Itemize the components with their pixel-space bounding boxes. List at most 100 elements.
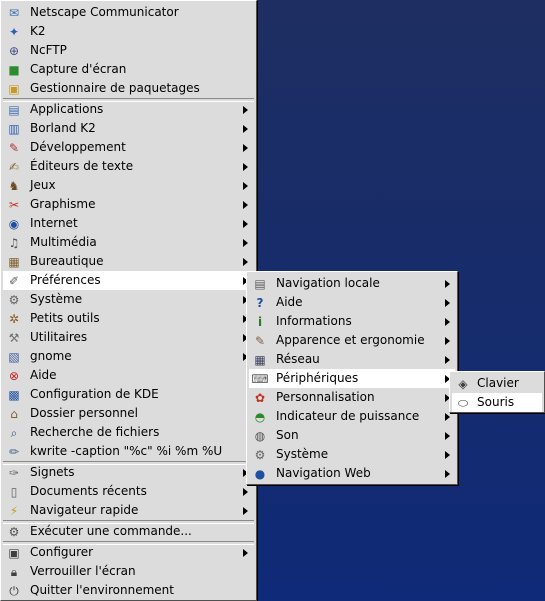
information-icon: i — [257, 315, 263, 329]
preferences-icon: ✐ — [8, 274, 20, 288]
kde-config-icon: ▩ — [8, 388, 20, 402]
bookmarks-icon: ✑ — [8, 466, 20, 480]
submenu-multimedia[interactable]: ♫ Multimédia — [3, 233, 254, 252]
menu-item-aide[interactable]: ⊗ Aide — [3, 366, 254, 385]
submenu-arrow-icon — [243, 163, 248, 171]
submenu-arrow-icon — [243, 549, 248, 557]
submenu-configurer[interactable]: ▣ Configurer — [3, 543, 254, 562]
submenu-arrow-icon — [445, 337, 450, 345]
utilities-icon: ⚒ — [8, 331, 20, 345]
submenu-preferences[interactable]: ✐ Préférences — [3, 271, 254, 290]
menu-item-capture-ecran[interactable]: ■ Capture d'écran — [3, 60, 254, 79]
pref-item-indicateur-puissance[interactable]: ◓ Indicateur de puissance — [249, 407, 455, 426]
peripherals-icon: ⌨ — [251, 372, 269, 386]
menu-item-label: Développement — [30, 140, 126, 154]
submenu-arrow-icon — [445, 432, 450, 440]
peripheral-item-clavier[interactable]: ◈ Clavier — [452, 374, 542, 393]
pref-item-apparence-ergonomie[interactable]: ✎ Apparence et ergonomie — [249, 331, 455, 350]
submenu-applications[interactable]: ▤ Applications — [3, 100, 254, 119]
menu-item-label: Navigation locale — [276, 276, 380, 290]
menu-item-label: Configuration de KDE — [30, 387, 159, 401]
menu-item-label: Informations — [276, 314, 352, 328]
submenu-documents-recents[interactable]: ▯ Documents récents — [3, 482, 254, 501]
submenu-arrow-icon — [445, 318, 450, 326]
menu-item-executer-commande[interactable]: ⚙ Exécuter une commande... — [3, 522, 254, 541]
keyboard-icon: ◈ — [458, 377, 468, 391]
submenu-internet[interactable]: ◉ Internet — [3, 214, 254, 233]
menu-item-configuration-kde[interactable]: ▩ Configuration de KDE — [3, 385, 254, 404]
submenu-graphisme[interactable]: ✂ Graphisme — [3, 195, 254, 214]
menu-item-ncftp[interactable]: ⊕ NcFTP — [3, 41, 254, 60]
submenu-navigateur-rapide[interactable]: ⚡ Navigateur rapide — [3, 501, 254, 520]
internet-icon: ◉ — [8, 217, 20, 231]
pref-item-reseau[interactable]: ▦ Réseau — [249, 350, 455, 369]
pref-item-personnalisation[interactable]: ✿ Personnalisation — [249, 388, 455, 407]
question-icon: ? — [256, 296, 264, 310]
menu-item-label: Multimédia — [30, 235, 97, 249]
development-icon: ✎ — [8, 141, 20, 155]
submenu-petits-outils[interactable]: ✲ Petits outils — [3, 309, 254, 328]
pref-item-systeme[interactable]: ⚙ Système — [249, 445, 455, 464]
menu-item-label: Préférences — [30, 273, 101, 287]
menu-item-verrouiller-ecran[interactable]: 🔒︎ Verrouiller l'écran — [3, 562, 254, 581]
screenshot-icon: ■ — [8, 63, 20, 77]
submenu-arrow-icon — [445, 413, 450, 421]
pref-item-navigation-locale[interactable]: ▤ Navigation locale — [249, 274, 455, 293]
quick-browser-icon: ⚡ — [9, 504, 19, 518]
menu-item-label: Utilitaires — [30, 330, 88, 344]
menu-item-label: Système — [276, 447, 329, 461]
package-icon: ▣ — [8, 82, 20, 96]
file-browsing-icon: ▤ — [254, 277, 266, 291]
submenu-developpement[interactable]: ✎ Développement — [3, 138, 254, 157]
menu-item-label: Navigateur rapide — [30, 503, 139, 517]
menu-separator — [3, 98, 254, 102]
submenu-arrow-icon — [243, 353, 248, 361]
submenu-arrow-icon — [243, 258, 248, 266]
k-menu: ✉ Netscape Communicator ✦ K2 ⊕ NcFTP ■ C… — [0, 0, 257, 601]
menu-item-k2[interactable]: ✦ K2 — [3, 22, 254, 41]
text-editor-icon: ✍ — [8, 160, 20, 174]
menu-item-recherche-fichiers[interactable]: ⌕ Recherche de fichiers — [3, 423, 254, 442]
submenu-signets[interactable]: ✑ Signets — [3, 463, 254, 482]
submenu-arrow-icon — [243, 315, 248, 323]
submenu-utilitaires[interactable]: ⚒ Utilitaires — [3, 328, 254, 347]
appearance-icon: ✎ — [254, 334, 266, 348]
submenu-gnome[interactable]: ▧ gnome — [3, 347, 254, 366]
menu-item-quitter-environnement[interactable]: ⏻ Quitter l'environnement — [3, 581, 254, 600]
pref-item-navigation-web[interactable]: ● Navigation Web — [249, 464, 455, 483]
menu-item-label: Personnalisation — [276, 390, 375, 404]
submenu-bureautique[interactable]: ▦ Bureautique — [3, 252, 254, 271]
system-icon: ⚙ — [254, 448, 266, 462]
menu-item-label: Jeux — [30, 178, 56, 192]
netscape-icon: ✉ — [8, 6, 20, 20]
menu-item-gestionnaire-paquetages[interactable]: ▣ Gestionnaire de paquetages — [3, 79, 254, 98]
submenu-borland-k2[interactable]: ▥ Borland K2 — [3, 119, 254, 138]
pref-item-son[interactable]: ◍ Son — [249, 426, 455, 445]
submenu-arrow-icon — [243, 239, 248, 247]
submenu-arrow-icon — [445, 470, 450, 478]
logout-icon: ⏻ — [9, 584, 19, 598]
submenu-jeux[interactable]: ♞ Jeux — [3, 176, 254, 195]
submenu-arrow-icon — [243, 488, 248, 496]
menu-item-netscape-communicator[interactable]: ✉ Netscape Communicator — [3, 3, 254, 22]
menu-item-label: Quitter l'environnement — [30, 583, 174, 597]
submenu-arrow-icon — [243, 220, 248, 228]
pref-item-peripheriques[interactable]: ⌨ Périphériques — [249, 369, 455, 388]
menu-item-dossier-personnel[interactable]: ⌂ Dossier personnel — [3, 404, 254, 423]
submenu-arrow-icon — [243, 507, 248, 515]
sound-icon: ◍ — [254, 429, 266, 443]
menu-item-label: Aide — [30, 368, 57, 382]
menu-item-kwrite[interactable]: ✏ kwrite -caption "%c" %i %m %U — [3, 442, 254, 461]
submenu-systeme[interactable]: ⚙ Système — [3, 290, 254, 309]
menu-item-label: Clavier — [477, 376, 519, 390]
pref-item-aide[interactable]: ? Aide — [249, 293, 455, 312]
submenu-arrow-icon — [445, 394, 450, 402]
menu-item-label: gnome — [30, 349, 72, 363]
gnome-icon: ▧ — [8, 350, 20, 364]
menu-item-label: Bureautique — [30, 254, 104, 268]
home-icon: ⌂ — [10, 407, 18, 421]
submenu-arrow-icon — [243, 469, 248, 477]
pref-item-informations[interactable]: i Informations — [249, 312, 455, 331]
peripheral-item-souris[interactable]: ⬭ Souris — [452, 393, 542, 412]
submenu-editeurs-texte[interactable]: ✍ Éditeurs de texte — [3, 157, 254, 176]
